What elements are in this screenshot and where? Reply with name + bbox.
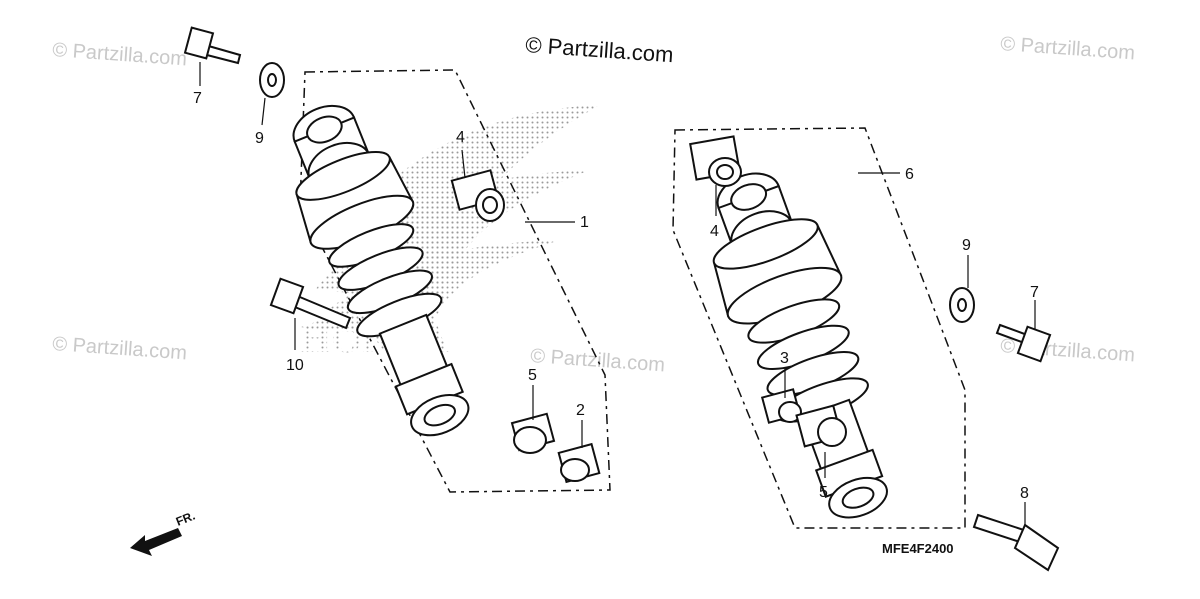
callout-right-8: 8 bbox=[1020, 485, 1029, 502]
front-direction-arrow: FR. bbox=[130, 509, 197, 556]
callout-left-4: 4 bbox=[456, 129, 465, 146]
watermark-center: © Partzilla.com bbox=[530, 345, 666, 376]
left-collar-2 bbox=[557, 442, 601, 484]
callout-right-7: 7 bbox=[1030, 284, 1039, 301]
callout-right-4: 4 bbox=[710, 223, 719, 240]
left-collar-5 bbox=[510, 412, 556, 454]
left-shock-absorber bbox=[292, 104, 470, 437]
left-washer-9 bbox=[259, 62, 285, 98]
callout-right-3: 3 bbox=[780, 350, 789, 367]
right-assembly-outline bbox=[672, 127, 966, 529]
right-shock-absorber bbox=[712, 172, 888, 519]
callout-left-10: 10 bbox=[286, 357, 304, 374]
left-bushing-4 bbox=[450, 169, 505, 222]
watermark-mid-left: © Partzilla.com bbox=[52, 333, 188, 364]
callout-left-5: 5 bbox=[528, 367, 537, 384]
watermark-top-left: © Partzilla.com bbox=[52, 39, 188, 70]
left-bolt-7 bbox=[183, 26, 242, 65]
callout-right-9: 9 bbox=[962, 237, 971, 254]
left-bolt-10 bbox=[269, 277, 352, 330]
callout-right-6: 6 bbox=[905, 166, 914, 183]
watermark-top-right: © Partzilla.com bbox=[1000, 33, 1136, 64]
right-washer-9 bbox=[949, 287, 975, 323]
callout-left-9: 9 bbox=[255, 130, 264, 147]
front-direction-label: FR. bbox=[174, 509, 197, 529]
callout-left-1: 1 bbox=[580, 214, 589, 231]
right-pin-8 bbox=[972, 513, 1060, 572]
callout-left-7: 7 bbox=[193, 90, 202, 107]
right-bushing-4 bbox=[689, 135, 742, 187]
right-collar-5 bbox=[795, 404, 847, 448]
right-collar-3 bbox=[760, 388, 802, 424]
leader-lines bbox=[199, 62, 1036, 525]
diagram-code: MFE4F2400 bbox=[882, 541, 954, 556]
right-bolt-7 bbox=[995, 323, 1052, 363]
callout-left-2: 2 bbox=[576, 402, 585, 419]
callout-right-5: 5 bbox=[819, 484, 828, 501]
watermark-main: © Partzilla.com bbox=[525, 32, 675, 67]
